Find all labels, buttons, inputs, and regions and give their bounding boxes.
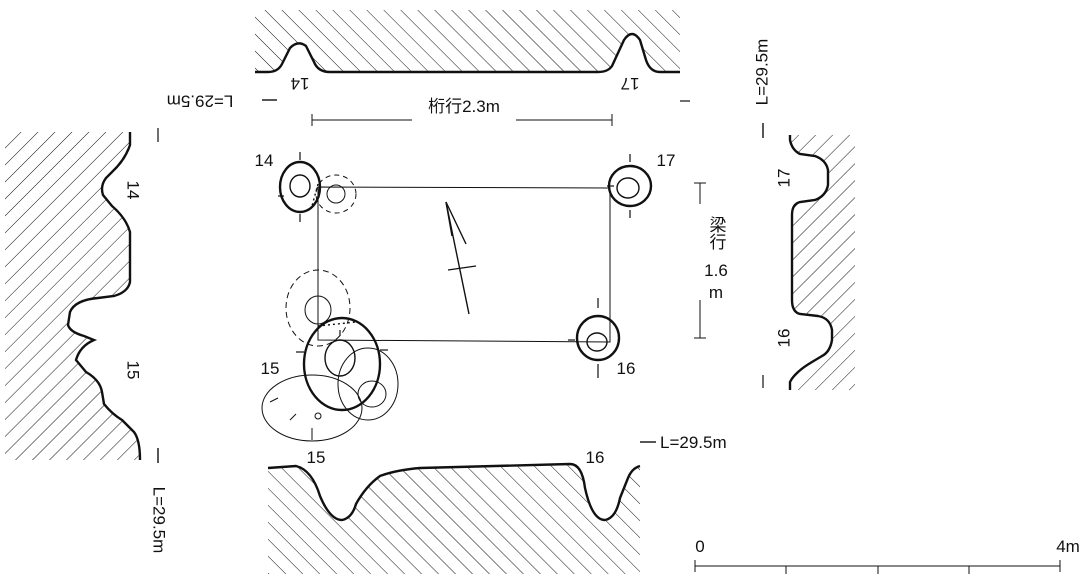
pit-15-upper-overlap <box>285 269 351 347</box>
level-label-top-left: L=29.5m <box>167 92 234 111</box>
level-marker-top-left: L=29.5m <box>167 92 277 111</box>
section-label-15-bottom: 15 <box>307 448 326 467</box>
building-outline <box>317 186 611 343</box>
hari-dimension-unit: m <box>709 283 723 302</box>
pit-15-joint <box>317 321 357 327</box>
section-label-16-right: 16 <box>774 329 793 348</box>
section-bottom <box>267 462 641 574</box>
scale-bar <box>694 560 1061 574</box>
pit-label-15: 15 <box>261 359 280 378</box>
pit-label-17: 17 <box>657 151 676 170</box>
section-label-14-left: 14 <box>124 181 143 200</box>
hari-dimension-label: 梁行 <box>707 216 727 251</box>
section-left <box>5 132 142 461</box>
level-label-bottom-right: L=29.5m <box>660 433 727 452</box>
pit-15-side-overlap <box>337 347 399 421</box>
section-label-17-right: 17 <box>774 169 793 188</box>
level-label-top-right: L=29.5m <box>752 39 771 106</box>
level-marker-bottom-right: L=29.5m <box>640 433 727 452</box>
keta-dimension-line <box>311 108 613 132</box>
level-label-bottom-left: L=29.5m <box>150 487 169 554</box>
hari-dimension-line <box>690 182 714 339</box>
section-label-15-left: 15 <box>124 361 143 380</box>
scale-label-zero: 0 <box>695 537 704 556</box>
scale-label-max: 4m <box>1056 537 1080 556</box>
north-arrow-icon <box>445 201 477 315</box>
pit-17 <box>607 154 653 218</box>
pit-15-lower-overlap <box>261 374 363 442</box>
section-top <box>255 10 680 74</box>
pit-15 <box>296 316 388 412</box>
hari-dimension-value: 1.6 <box>704 261 728 280</box>
pit-14 <box>278 152 322 222</box>
section-label-14-top: 14 <box>291 74 310 93</box>
level-marker-bottom-left: L=29.5m <box>150 448 169 553</box>
pit-16 <box>568 298 621 378</box>
section-label-16-bottom: 16 <box>586 448 605 467</box>
keta-dimension-label: 桁行2.3m <box>428 97 500 116</box>
pit-label-14: 14 <box>255 151 274 170</box>
pit-label-16: 16 <box>617 359 636 378</box>
pit-14-adjacent <box>315 174 357 214</box>
pit-14-joint <box>311 183 319 207</box>
section-label-17-top: 17 <box>621 74 640 93</box>
level-marker-top-right: L=29.5m <box>752 39 771 138</box>
section-right <box>788 135 855 390</box>
